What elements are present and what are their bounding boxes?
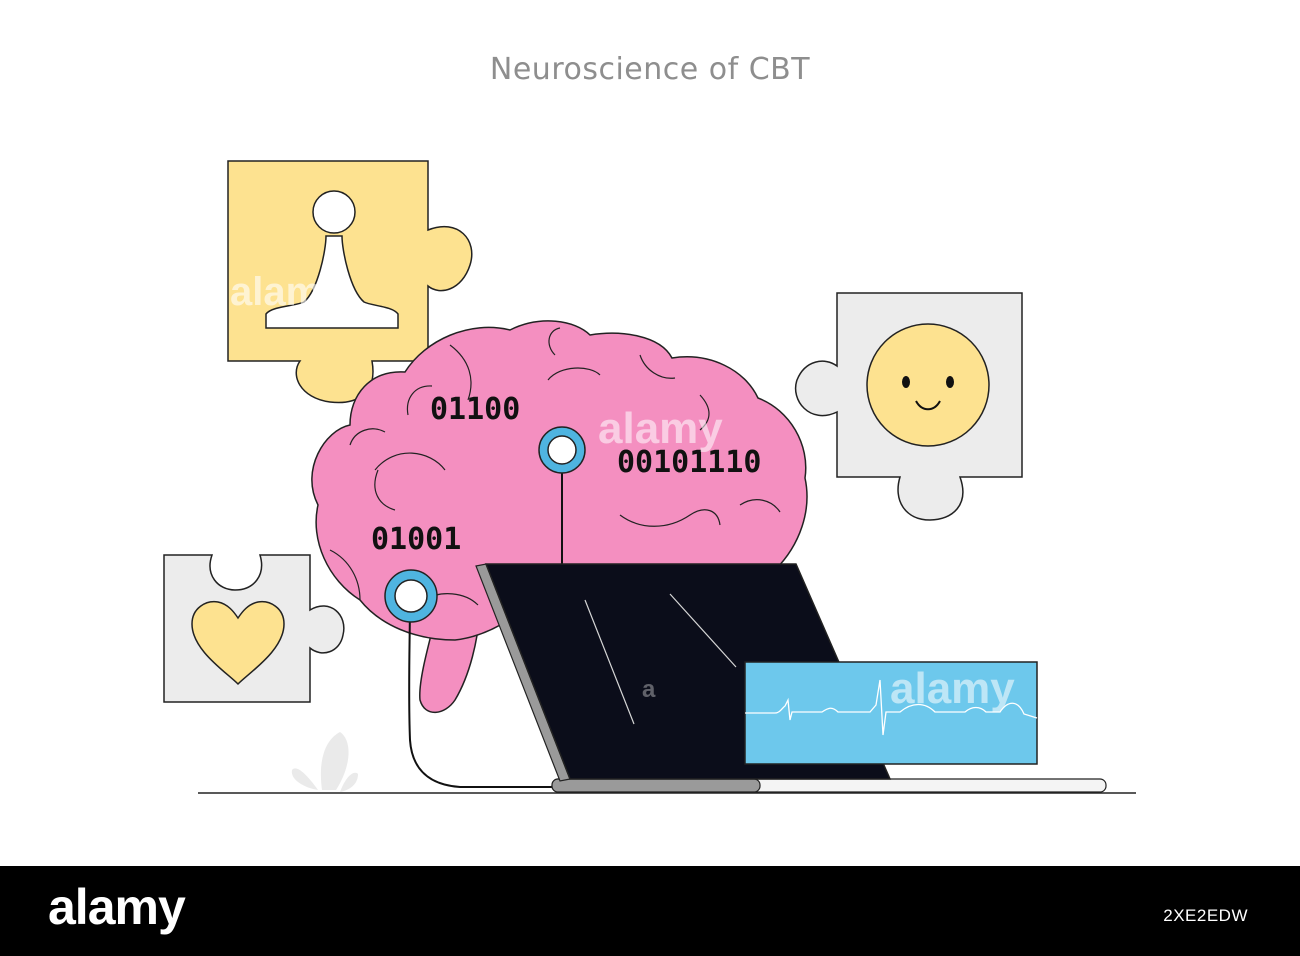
plant-icon [291,732,358,792]
illustration-svg [163,160,1136,794]
smiley-face-icon [866,323,990,447]
binary-code-2: 00101110 [617,445,762,480]
puzzle-piece-heart [163,554,345,703]
puzzle-piece-smiley [794,292,1023,521]
page-title: Neuroscience of CBT [489,52,811,87]
illustration-canvas: Neuroscience of CBT 01100 00101110 01001… [163,52,1136,794]
binary-code-1: 01100 [430,392,521,427]
chess-pawn-icon [265,190,399,329]
watermark-brain: alamy [598,404,723,453]
watermark-small: a [642,676,656,703]
brain-illustration [311,320,808,714]
watermark-monitor: alamy [890,664,1015,713]
electrode-bottom [384,569,438,623]
footer-bar: alamy 2XE2EDW [0,866,1300,956]
footer-logo: alamy [48,879,186,935]
watermark-puzzle: alamy [230,270,344,314]
puzzle-piece-pawn [227,160,473,404]
binary-code-3: 01001 [371,522,462,557]
heartbeat-monitor-icon [744,661,1038,765]
electrode-top [538,426,586,474]
footer-image-id: 2XE2EDW [1163,906,1248,925]
heart-icon [191,600,285,686]
